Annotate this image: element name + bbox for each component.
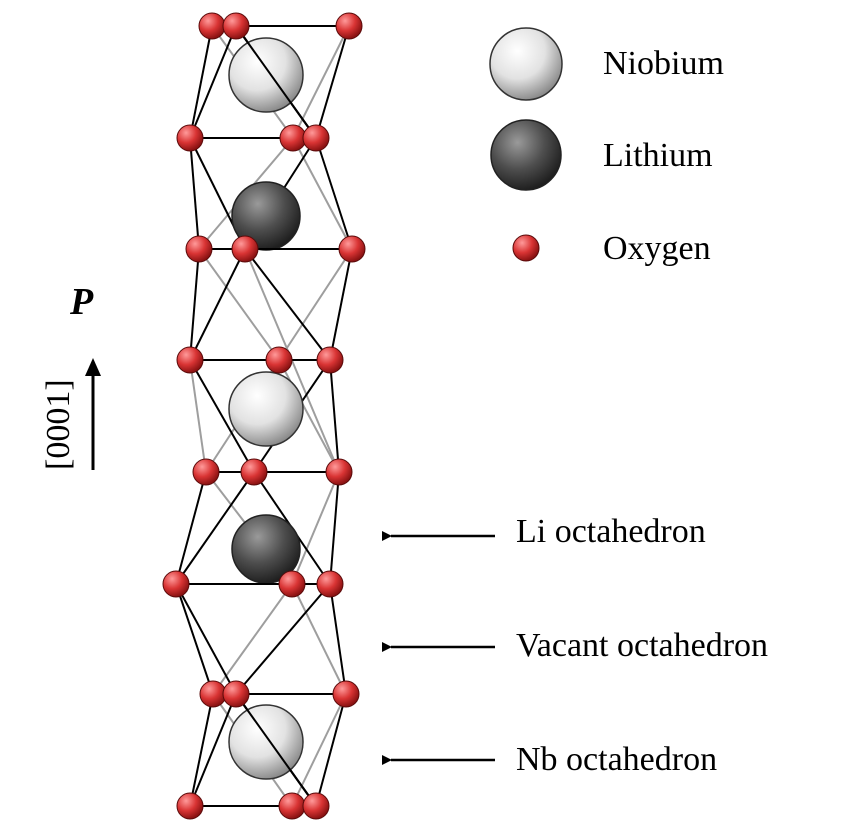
oxygen-atom — [222, 12, 250, 40]
niobium-atom — [228, 37, 304, 113]
legend-lithium-swatch — [490, 119, 562, 191]
legend: Niobium Lithium Oxygen — [489, 27, 724, 267]
cations — [228, 37, 304, 780]
oxygen-atom — [199, 680, 227, 708]
direction-label: [0001] — [40, 379, 77, 470]
legend-lithium-label: Lithium — [603, 137, 713, 174]
oxygen-atom — [265, 346, 293, 374]
oxygen-atom — [278, 570, 306, 598]
vacant-octahedron-label: Vacant octahedron — [516, 627, 768, 664]
legend-oxygen-swatch — [512, 234, 540, 262]
legend-oxygen-label: Oxygen — [603, 230, 711, 267]
oxygen-atom — [316, 346, 344, 374]
oxygen-atom — [231, 235, 259, 263]
oxygen-atom — [338, 235, 366, 263]
oxygen-atom — [192, 458, 220, 486]
polarization-arrowhead — [85, 358, 101, 376]
nb-octahedron-label: Nb octahedron — [516, 741, 717, 778]
oxygen-atom — [240, 458, 268, 486]
oxygen-atom — [222, 680, 250, 708]
oxygen-atom — [316, 570, 344, 598]
oxygen-atom — [176, 792, 204, 820]
oxygen-atom — [325, 458, 353, 486]
polarization-indicator: P [0001] — [40, 281, 101, 470]
oxygen-atom — [162, 570, 190, 598]
li-octahedron-label: Li octahedron — [516, 513, 706, 550]
oxygen-atom — [335, 12, 363, 40]
legend-niobium-label: Niobium — [603, 45, 724, 82]
oxygen-atom — [278, 792, 306, 820]
oxygen-atom — [176, 124, 204, 152]
niobium-atom — [228, 704, 304, 780]
niobium-atom — [228, 371, 304, 447]
oxygen-atom — [279, 124, 307, 152]
oxygen-atom — [302, 124, 330, 152]
oxygen-atom — [198, 12, 226, 40]
legend-niobium-swatch — [489, 27, 563, 101]
oxygen-atom — [185, 235, 213, 263]
octahedron-annotations: Li octahedron Vacant octahedron Nb octah… — [382, 513, 768, 778]
oxygen-atom — [332, 680, 360, 708]
oxygen-atom — [302, 792, 330, 820]
polarization-label: P — [69, 281, 94, 323]
oxygen-atom — [176, 346, 204, 374]
oxygen-atoms — [162, 12, 366, 820]
